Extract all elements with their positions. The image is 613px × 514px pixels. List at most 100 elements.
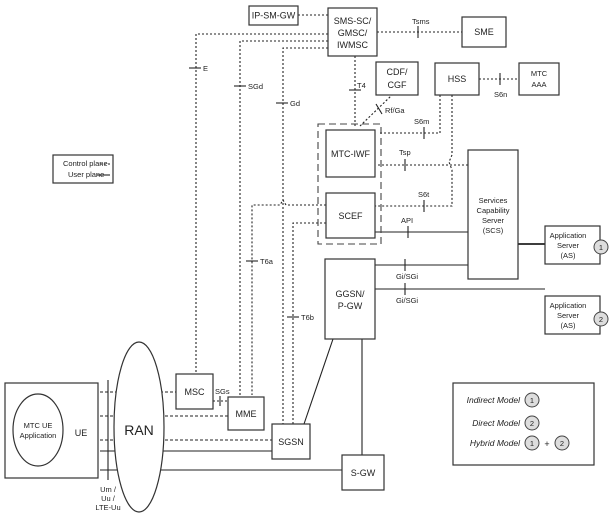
e-label: E (203, 64, 208, 73)
t6b-interface-line (292, 222, 326, 424)
sgd-label: SGd (248, 82, 263, 91)
scs-label-1: Services (479, 196, 508, 205)
sgsn-label: SGSN (278, 437, 304, 447)
t6a-interface-line (251, 198, 326, 395)
ggsn-pgw-node (324, 258, 376, 340)
as2-label-3: (AS) (561, 321, 577, 330)
s6t-label: S6t (418, 190, 430, 199)
gisgi-2-label: Gi/SGi (396, 296, 418, 305)
indirect-model-badge (524, 392, 540, 408)
sms-sc-label-2: GMSC/ (338, 28, 368, 38)
cdf-cgf-node (375, 61, 419, 96)
lte-uu-label: LTE-Uu (95, 503, 120, 512)
model-legend (452, 382, 595, 466)
scef-node (325, 192, 376, 239)
uu-label: Uu / (101, 494, 116, 503)
hybrid-plus: + (544, 439, 549, 449)
application-server-2-node (544, 295, 601, 335)
hss-node (434, 62, 480, 96)
mtc-aaa-label-2: AAA (531, 80, 546, 89)
sms-sc-label-3: IWMSC (337, 40, 368, 50)
cdf-cgf-label-1: CDF/ (387, 67, 408, 77)
s6n-label: S6n (494, 90, 507, 99)
tsp-label: Tsp (399, 148, 411, 157)
e-interface-line (195, 33, 328, 384)
ran-node (113, 341, 165, 513)
scef-label: SCEF (338, 211, 363, 221)
um-label: Um / (100, 485, 117, 494)
mtc-ue-application (12, 393, 64, 467)
ue-label: UE (75, 428, 88, 438)
ggsn-sgsn-line (303, 338, 334, 425)
hybrid-model-badge-1 (524, 435, 540, 451)
as1-label-2: Server (557, 241, 580, 250)
mtc-iwf-scef-group (317, 123, 382, 245)
s6m-label: S6m (414, 117, 429, 126)
sgw-label: S-GW (351, 468, 376, 478)
control-plane-label: Control plane (63, 159, 108, 168)
mtc-aaa-label-1: MTC (531, 69, 548, 78)
s6m-interface-line (378, 95, 441, 134)
ggsn-label-1: GGSN/ (335, 289, 365, 299)
mtc-aaa-node (518, 62, 560, 96)
mtc-iwf-label: MTC-IWF (331, 149, 370, 159)
sms-sc-label-1: SMS-SC/ (334, 16, 372, 26)
as2-badge (593, 311, 609, 327)
plane-legend (52, 154, 114, 184)
sgsn-node (271, 423, 311, 460)
mme-label: MME (236, 409, 257, 419)
user-plane-label: User plane (68, 170, 104, 179)
direct-badge-number: 2 (530, 419, 534, 428)
api-label: API (401, 216, 413, 225)
mtc-ue-app-label-1: MTC UE (24, 421, 53, 430)
as1-badge-number: 1 (599, 243, 603, 252)
sme-node (461, 16, 507, 48)
gd-interface-line (282, 47, 328, 424)
indirect-model-label: Indirect Model (467, 395, 521, 405)
hybrid-model-badge-2 (554, 435, 570, 451)
ran-label: RAN (124, 422, 154, 438)
as2-badge-number: 2 (599, 315, 603, 324)
gd-label: Gd (290, 99, 300, 108)
indirect-badge-number: 1 (530, 396, 534, 405)
rfga-tick (375, 103, 383, 115)
hybrid-badge-2-number: 2 (560, 439, 564, 448)
tsms-label: Tsms (412, 17, 430, 26)
t6a-label: T6a (260, 257, 274, 266)
msc-label: MSC (185, 387, 206, 397)
rfga-label: Rf/Ga (385, 106, 405, 115)
sme-label: SME (474, 27, 494, 37)
as2-label-1: Application (550, 301, 587, 310)
mtc-iwf-node (325, 129, 376, 178)
ggsn-label-2: P-GW (338, 301, 363, 311)
as1-label-3: (AS) (561, 251, 577, 260)
direct-model-badge (524, 415, 540, 431)
mme-node (227, 396, 265, 431)
gisgi-1-label: Gi/SGi (396, 272, 418, 281)
sgs-label: SGs (215, 387, 230, 396)
scs-label-4: (SCS) (483, 226, 504, 235)
hybrid-model-label: Hybrid Model (470, 438, 521, 448)
scs-label-3: Server (482, 216, 505, 225)
mtc-ue-app-label-2: Application (20, 431, 57, 440)
as2-label-2: Server (557, 311, 580, 320)
cdf-cgf-label-2: CGF (388, 80, 408, 90)
msc-node (175, 373, 214, 410)
s6t-interface-line (375, 95, 453, 207)
as1-label-1: Application (550, 231, 587, 240)
t4-label: T4 (357, 81, 366, 90)
sms-sc-node (327, 7, 378, 57)
scs-node (467, 149, 519, 280)
sgd-interface-line (239, 40, 328, 395)
sgw-node (341, 454, 385, 491)
ip-sm-gw-label: IP-SM-GW (252, 11, 296, 21)
hss-label: HSS (448, 74, 467, 84)
t6b-label: T6b (301, 313, 314, 322)
ip-sm-gw-node (248, 5, 299, 26)
hybrid-badge-1-number: 1 (530, 439, 534, 448)
as1-badge (593, 239, 609, 255)
direct-model-label: Direct Model (472, 418, 521, 428)
rfga-interface-line (359, 94, 393, 127)
scs-label-2: Capability (477, 206, 510, 215)
